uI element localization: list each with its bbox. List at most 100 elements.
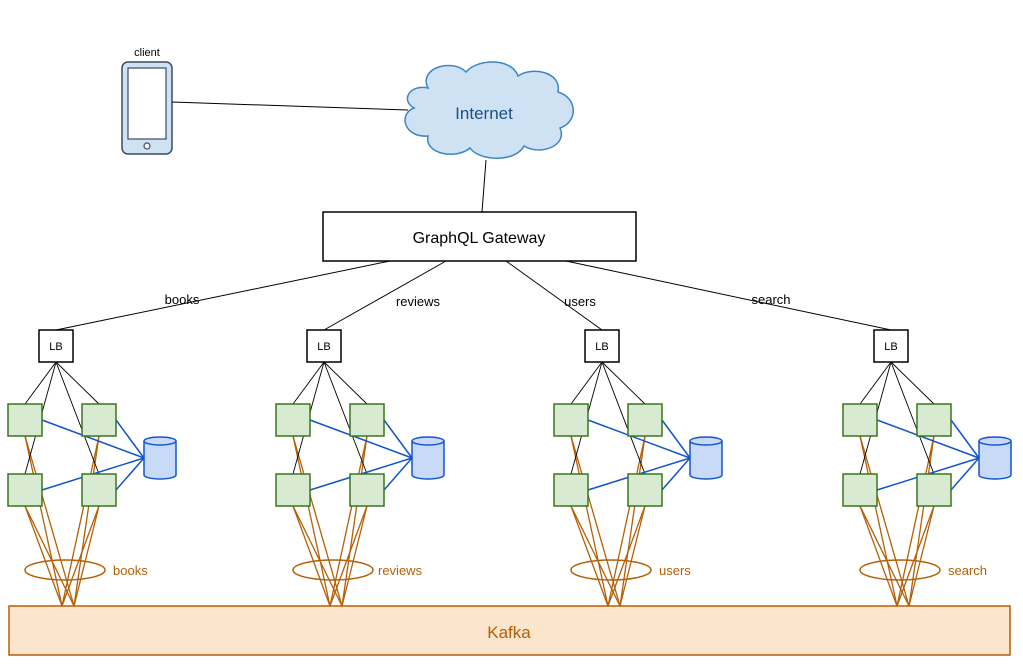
database-body — [143, 441, 177, 480]
kafka-link — [908, 505, 935, 607]
route-label-users: users — [564, 294, 596, 309]
service-instance — [7, 473, 43, 507]
db-link — [587, 419, 691, 459]
graphql-gateway — [322, 211, 637, 262]
lb-instance-link — [601, 361, 646, 475]
kafka-link — [61, 505, 100, 607]
service-instance — [916, 403, 952, 437]
kafka-link — [570, 435, 621, 607]
gateway-lb-link — [323, 260, 447, 331]
lb-instance-link — [859, 361, 892, 405]
lb-instance-link — [323, 361, 368, 475]
lb-instance-link — [601, 361, 646, 405]
load-balancer — [38, 329, 74, 363]
service-instance — [916, 473, 952, 507]
kafka-link — [570, 505, 609, 607]
internet-gateway-link — [481, 159, 487, 213]
database-top — [978, 436, 1012, 446]
topic-ellipse — [570, 559, 652, 581]
kafka-link — [859, 435, 898, 607]
kafka-link — [292, 435, 331, 607]
service-instance — [842, 403, 878, 437]
load-balancer — [584, 329, 620, 363]
lb-instance-link — [24, 361, 57, 405]
database-top — [411, 436, 445, 446]
service-cluster-users: LB users users — [505, 260, 723, 607]
service-instance — [81, 473, 117, 507]
kafka-label: Kafka — [487, 623, 531, 642]
kafka-link — [570, 505, 621, 607]
kafka-link — [619, 505, 646, 607]
kafka-link — [24, 435, 75, 607]
service-instance — [275, 473, 311, 507]
service-instance — [842, 473, 878, 507]
db-link — [383, 457, 413, 491]
database-body — [978, 441, 1012, 480]
kafka-bar — [8, 605, 1011, 656]
service-instance — [553, 473, 589, 507]
db-link — [876, 419, 980, 459]
database-icon — [143, 436, 177, 480]
service-instance — [553, 403, 589, 437]
topic-label-books: books — [113, 563, 148, 578]
service-instance — [627, 403, 663, 437]
service-instance — [275, 403, 311, 437]
gateway-label: GraphQL Gateway — [413, 230, 546, 247]
route-label-books: books — [165, 292, 200, 307]
route-label-search: search — [751, 292, 790, 307]
phone-icon — [121, 61, 173, 155]
kafka-link — [292, 505, 343, 607]
load-balancer-label: LB — [595, 341, 608, 353]
service-instance — [349, 403, 385, 437]
service-cluster-books: LB books books — [7, 260, 391, 607]
topic-label-users: users — [659, 563, 691, 578]
database-icon — [411, 436, 445, 480]
route-label-reviews: reviews — [396, 294, 441, 309]
services-group: LBbooksbooksLBreviewsreviewsLBusersusers… — [7, 260, 1012, 607]
db-link — [41, 419, 145, 459]
kafka-link — [896, 505, 935, 607]
load-balancer-label: LB — [49, 341, 62, 353]
database-top — [143, 436, 177, 446]
kafka-link — [292, 505, 331, 607]
lb-instance-link — [323, 361, 368, 405]
lb-instance-link — [890, 361, 935, 475]
service-instance — [81, 403, 117, 437]
db-link — [661, 457, 691, 491]
topic-label-search: search — [948, 563, 987, 578]
service-cluster-search: LB search search — [565, 260, 1012, 607]
db-link — [115, 419, 145, 459]
kafka-link — [61, 435, 100, 607]
client-label: client — [134, 47, 160, 59]
lb-instance-link — [55, 361, 100, 475]
topic-label-reviews: reviews — [378, 563, 423, 578]
database-icon — [689, 436, 723, 480]
db-link — [950, 457, 980, 491]
database-body — [689, 441, 723, 480]
database-icon — [978, 436, 1012, 480]
service-instance — [349, 473, 385, 507]
kafka-link — [607, 435, 646, 607]
service-instance — [7, 403, 43, 437]
cloud-icon — [404, 61, 574, 159]
load-balancer-label: LB — [884, 341, 897, 353]
kafka-link — [24, 435, 63, 607]
topic-ellipse — [24, 559, 106, 581]
lb-instance-link — [890, 361, 935, 405]
service-instance — [627, 473, 663, 507]
database-top — [689, 436, 723, 446]
client-internet-link — [171, 101, 409, 111]
kafka-link — [329, 505, 368, 607]
kafka-link — [859, 505, 898, 607]
kafka-link — [859, 435, 910, 607]
kafka-link — [570, 435, 609, 607]
lb-instance-link — [55, 361, 100, 405]
kafka-link — [292, 435, 343, 607]
gateway-lb-link — [505, 260, 603, 331]
kafka-link — [341, 505, 368, 607]
kafka-link — [24, 505, 63, 607]
gateway-lb-link — [55, 260, 391, 331]
kafka-link — [73, 505, 100, 607]
